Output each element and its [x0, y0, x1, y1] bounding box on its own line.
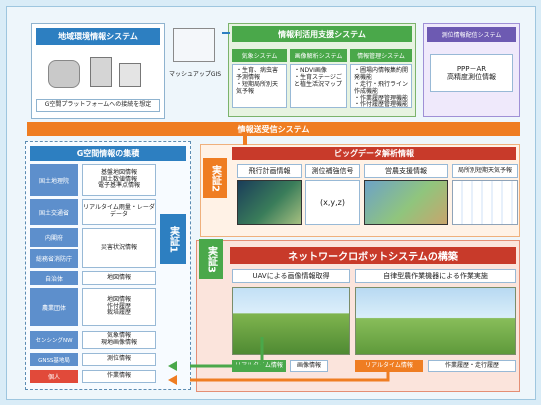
info-kokudo-2: 国土数値情報 [100, 175, 137, 183]
org-gnss: GNSS基地局 [30, 353, 78, 366]
info-kojin: 作業情報 [82, 370, 156, 383]
positioning-item-2: 高精度測位情報 [447, 73, 496, 81]
jissho3-badge: 実証3 [199, 239, 223, 279]
server-icon [90, 57, 112, 87]
farming-support-label: 営農支援情報 [364, 164, 448, 178]
utilization-system-title: 情報利活用支援システム [232, 26, 412, 42]
info-sensingnw: 気象情報 現地画像情報 [82, 331, 156, 349]
farming-map-image [364, 180, 448, 225]
weather-system-title: 気象システム [232, 49, 287, 62]
info-kokudo-1: 基盤地図情報 [100, 168, 137, 176]
info-kokudochiriin: 基盤地図情報 国土数値情報 電子基準点情報 [82, 164, 156, 196]
database-icon [48, 60, 80, 88]
gis-system-panel: 地域環境情報システム G空間プラットフォームへの接続を想定 [31, 23, 165, 119]
weather-forecast-table [452, 180, 518, 225]
jissho2-badge: 実証2 [203, 158, 227, 198]
org-kokudokotsusho: 国土交通省 [30, 199, 78, 225]
flight-plan-label: 飛行計画情報 [237, 164, 302, 178]
machine-photo [355, 287, 516, 355]
info-kokudokotsusho: リアルタイム雨量・レーダデータ [82, 199, 156, 225]
g-space-title: G空間情報の集積 [30, 146, 186, 161]
info-kokudo-3: 電子基準点情報 [97, 182, 140, 190]
info-system-title: 情報管理システム [350, 49, 412, 62]
info-nogyo-3: 栽培履歴 [106, 309, 131, 317]
positioning-signal-label: 測位補強信号 [305, 164, 360, 178]
org-sensingnw: センシングNW [30, 331, 78, 349]
image-item-1: ・NDVI画像 [294, 67, 327, 74]
image-system-title: 画像解析システム [290, 49, 347, 62]
realtime-info-tag-1: リアルタイム情報 [232, 360, 286, 372]
uav-label: UAVによる画像情報取得 [232, 269, 350, 283]
mashup-label: マッシュアップGIS [168, 70, 222, 78]
positioning-system-title: 測位情報配信システム [427, 27, 516, 42]
positioning-item-1: PPP－AR [456, 64, 487, 73]
mashup-gis-icon [173, 28, 215, 62]
info-item-4: ・作付履歴管理機能 [354, 101, 409, 109]
image-info-tag: 画像情報 [290, 360, 328, 372]
info-sensing-1: 気象情報 [106, 332, 131, 340]
org-kokudochiriin: 国土地理院 [30, 164, 78, 196]
org-jichitai: 自治体 [30, 271, 78, 285]
image-system-details: ・NDVI画像 ・生育ステージごと植生活況マップ [290, 64, 347, 108]
info-nogyo-2: 作付履歴 [106, 302, 131, 310]
uav-photo [232, 287, 350, 355]
transmission-system-bar: 情報送受信システム [27, 122, 520, 136]
computer-icon [119, 63, 141, 87]
bigdata-title: ビッグデータ解析情報 [232, 147, 516, 160]
weather-item-1: ・生育、病虫害予測情報 [236, 67, 279, 81]
info-gnss: 測位情報 [82, 353, 156, 366]
weather-item-2: ・短期局所別天気予報 [236, 80, 279, 95]
org-kojin: 個人 [30, 370, 78, 383]
gis-note: G空間プラットフォームへの接続を想定 [36, 99, 160, 112]
info-nogyodantai: 地図情報 作付履歴 栽培履歴 [82, 288, 156, 326]
info-item-1: ・圃場内情報集約開発機能 [354, 67, 409, 81]
xyz-label: (x,y,z) [305, 180, 360, 225]
info-disaster: 災害状況情報 [82, 228, 156, 268]
gis-system-title: 地域環境情報システム [36, 28, 160, 45]
work-history-tag: 作業履歴・走行履歴 [428, 360, 516, 372]
image-item-2: ・生育ステージごと植生活況マップ [294, 73, 343, 88]
org-shoubocho: 総務省消防庁 [30, 249, 78, 268]
network-title: ネットワークロボットシステムの構築 [230, 247, 516, 264]
realtime-info-tag-2: リアルタイム情報 [355, 360, 423, 372]
info-item-3: ・作業履歴管理機能 [354, 94, 409, 102]
info-jichitai: 地図情報 [82, 271, 156, 285]
info-item-2: ・走行・飛行ライン作成機能 [354, 80, 409, 95]
weather-forecast-label: 局所別短期天気予報 [452, 164, 518, 178]
machine-label: 自律型農作業機器による作業実施 [355, 269, 516, 283]
jissho1-badge: 実証1 [160, 214, 186, 264]
info-sensing-2: 現地画像情報 [100, 339, 137, 346]
org-naikakufu: 内閣府 [30, 228, 78, 247]
positioning-details: PPP－AR 高精度測位情報 [430, 54, 513, 92]
flight-plan-image [237, 180, 302, 225]
org-nogyodantai: 農業団体 [30, 288, 78, 326]
weather-system-details: ・生育、病虫害予測情報 ・短期局所別天気予報 [232, 64, 287, 108]
info-system-details: ・圃場内情報集約開発機能 ・走行・飛行ライン作成機能 ・作業履歴管理機能 ・作付… [350, 64, 412, 108]
info-nogyo-1: 地図情報 [106, 295, 131, 303]
